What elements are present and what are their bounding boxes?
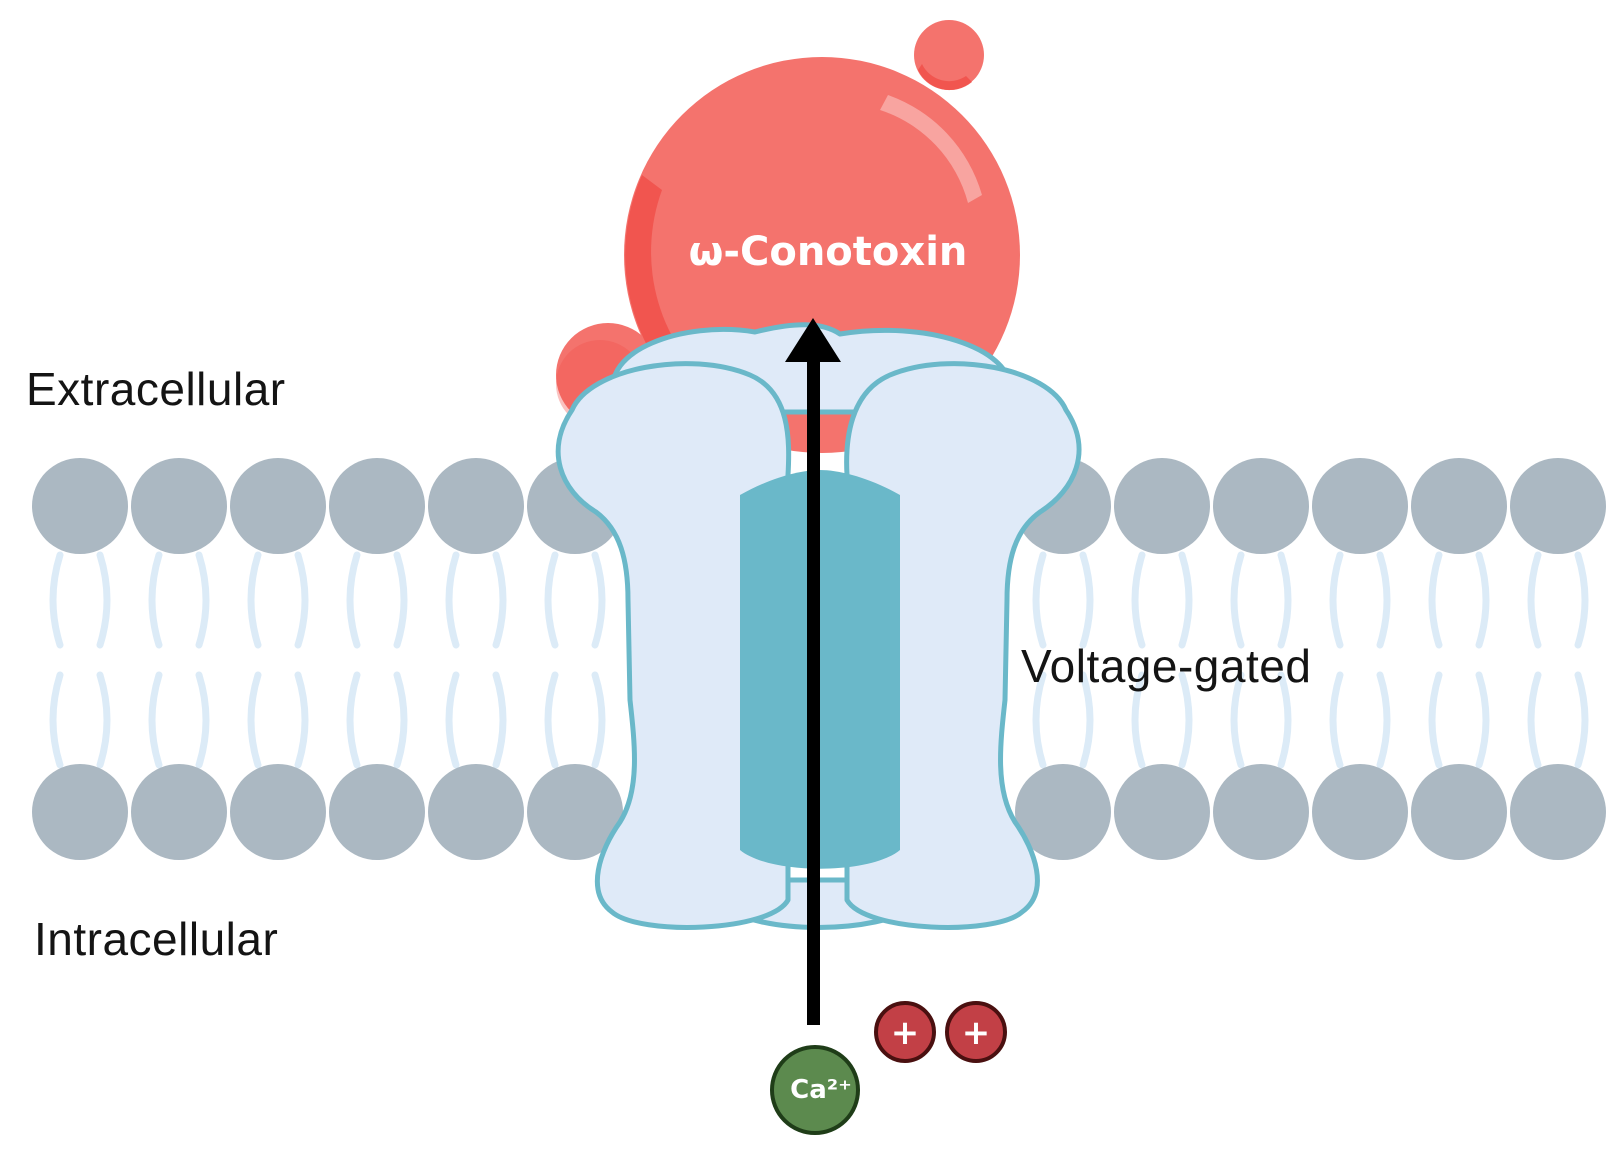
lipid-tail-outer-left-2 xyxy=(148,551,163,649)
calcium-influx-arrow xyxy=(785,318,841,1025)
lipid-tail-inner-right-11 xyxy=(1475,671,1490,769)
intracellular-label: Intracellular xyxy=(34,913,279,965)
lipid-tail-outer-left-6 xyxy=(544,551,559,649)
lipid-tail-inner-left-10 xyxy=(1329,671,1344,769)
lipid-tail-outer-left-10 xyxy=(1329,551,1344,649)
lipid-tail-inner-right-12 xyxy=(1574,671,1589,769)
lipid-head-inner-1 xyxy=(32,764,128,860)
lipid-tail-outer-right-12 xyxy=(1574,551,1589,649)
lipid-head-outer-3 xyxy=(230,458,326,554)
lipid-tail-inner-right-4 xyxy=(393,671,408,769)
lipid-head-outer-12 xyxy=(1510,458,1606,554)
lipid-tails xyxy=(49,551,1589,769)
lipid-head-inner-11 xyxy=(1411,764,1507,860)
lipid-tail-inner-right-5 xyxy=(492,671,507,769)
lipid-tail-outer-right-10 xyxy=(1376,551,1391,649)
lipid-tail-inner-left-12 xyxy=(1527,671,1542,769)
extracellular-label: Extracellular xyxy=(26,363,286,415)
lipid-head-inner-2 xyxy=(131,764,227,860)
lipid-tail-inner-right-9 xyxy=(1277,671,1292,769)
lipid-tail-outer-right-9 xyxy=(1277,551,1292,649)
lipid-head-inner-5 xyxy=(428,764,524,860)
lipid-tail-outer-left-8 xyxy=(1131,551,1146,649)
lipid-head-inner-8 xyxy=(1114,764,1210,860)
channel-right-subunit xyxy=(844,361,1082,930)
lipid-tail-outer-left-12 xyxy=(1527,551,1542,649)
lipid-head-outer-5 xyxy=(428,458,524,554)
toxin-main-sphere-highlight xyxy=(880,95,982,203)
lipid-tail-inner-left-4 xyxy=(346,671,361,769)
lipid-tail-inner-right-1 xyxy=(96,671,111,769)
lipid-head-outer-4 xyxy=(329,458,425,554)
lipid-tail-outer-right-7 xyxy=(1079,551,1094,649)
lipid-tail-inner-right-6 xyxy=(591,671,606,769)
lipid-tail-inner-left-5 xyxy=(445,671,460,769)
lipid-tail-outer-right-4 xyxy=(393,551,408,649)
lipid-tail-inner-right-2 xyxy=(195,671,210,769)
arrow-shaft xyxy=(807,345,820,1025)
lipid-tail-outer-left-9 xyxy=(1230,551,1245,649)
lipid-head-outer-1 xyxy=(32,458,128,554)
positive-charge-symbol-2: + xyxy=(962,1013,991,1053)
lipid-tail-outer-right-8 xyxy=(1178,551,1193,649)
lipid-head-inner-7 xyxy=(1015,764,1111,860)
lipid-tail-outer-right-3 xyxy=(294,551,309,649)
lipid-head-outer-11 xyxy=(1411,458,1507,554)
toxin-main-sphere-shadow xyxy=(625,175,722,410)
lipid-tail-outer-right-1 xyxy=(96,551,111,649)
lipid-tail-outer-right-2 xyxy=(195,551,210,649)
lipid-tail-outer-left-3 xyxy=(247,551,262,649)
lipid-head-outer-2 xyxy=(131,458,227,554)
lipid-tail-inner-left-8 xyxy=(1131,671,1146,769)
lipid-head-inner-6 xyxy=(527,764,623,860)
lipid-heads-inner-leaflet xyxy=(32,764,1606,860)
lipid-tail-inner-left-3 xyxy=(247,671,262,769)
voltage-gated-label: Voltage-gated xyxy=(1021,640,1312,692)
calcium-ion xyxy=(770,1045,860,1135)
lipid-tail-inner-left-2 xyxy=(148,671,163,769)
lipid-tail-outer-right-6 xyxy=(591,551,606,649)
lipid-head-outer-8 xyxy=(1114,458,1210,554)
lipid-head-inner-4 xyxy=(329,764,425,860)
lipid-tail-outer-left-1 xyxy=(49,551,64,649)
lipid-tail-inner-left-11 xyxy=(1428,671,1443,769)
lipid-tail-outer-right-11 xyxy=(1475,551,1490,649)
lipid-tail-outer-left-4 xyxy=(346,551,361,649)
lipid-tail-inner-right-8 xyxy=(1178,671,1193,769)
lipid-head-outer-10 xyxy=(1312,458,1408,554)
toxin-small-sphere-top-shadow xyxy=(918,64,972,91)
lipid-head-inner-10 xyxy=(1312,764,1408,860)
lipid-tail-inner-right-3 xyxy=(294,671,309,769)
arrow-head xyxy=(785,318,841,362)
lipid-head-inner-9 xyxy=(1213,764,1309,860)
lipid-head-outer-9 xyxy=(1213,458,1309,554)
positive-ion-1 xyxy=(874,1001,936,1063)
positive-ion-2 xyxy=(945,1001,1007,1063)
positive-charge-symbol-1: + xyxy=(891,1013,920,1053)
lipid-tail-inner-left-6 xyxy=(544,671,559,769)
calcium-ion-label: Ca²⁺ xyxy=(790,1075,852,1105)
lipid-tail-inner-right-10 xyxy=(1376,671,1391,769)
lipid-tail-inner-left-9 xyxy=(1230,671,1245,769)
lipid-tail-inner-left-1 xyxy=(49,671,64,769)
toxin-small-sphere-top xyxy=(914,20,984,90)
lipid-tail-outer-left-11 xyxy=(1428,551,1443,649)
lipid-tail-outer-right-5 xyxy=(492,551,507,649)
lipid-tail-outer-left-5 xyxy=(445,551,460,649)
lipid-head-inner-12 xyxy=(1510,764,1606,860)
lipid-heads-outer-leaflet xyxy=(32,458,1606,554)
lipid-tail-outer-left-7 xyxy=(1032,551,1047,649)
lipid-tail-inner-left-7 xyxy=(1032,671,1047,769)
conotoxin-label: ω-Conotoxin xyxy=(688,229,968,275)
channel-left-subunit xyxy=(555,361,792,930)
lipid-head-inner-3 xyxy=(230,764,326,860)
ions: + + xyxy=(770,1001,1007,1135)
lipid-tail-inner-right-7 xyxy=(1079,671,1094,769)
